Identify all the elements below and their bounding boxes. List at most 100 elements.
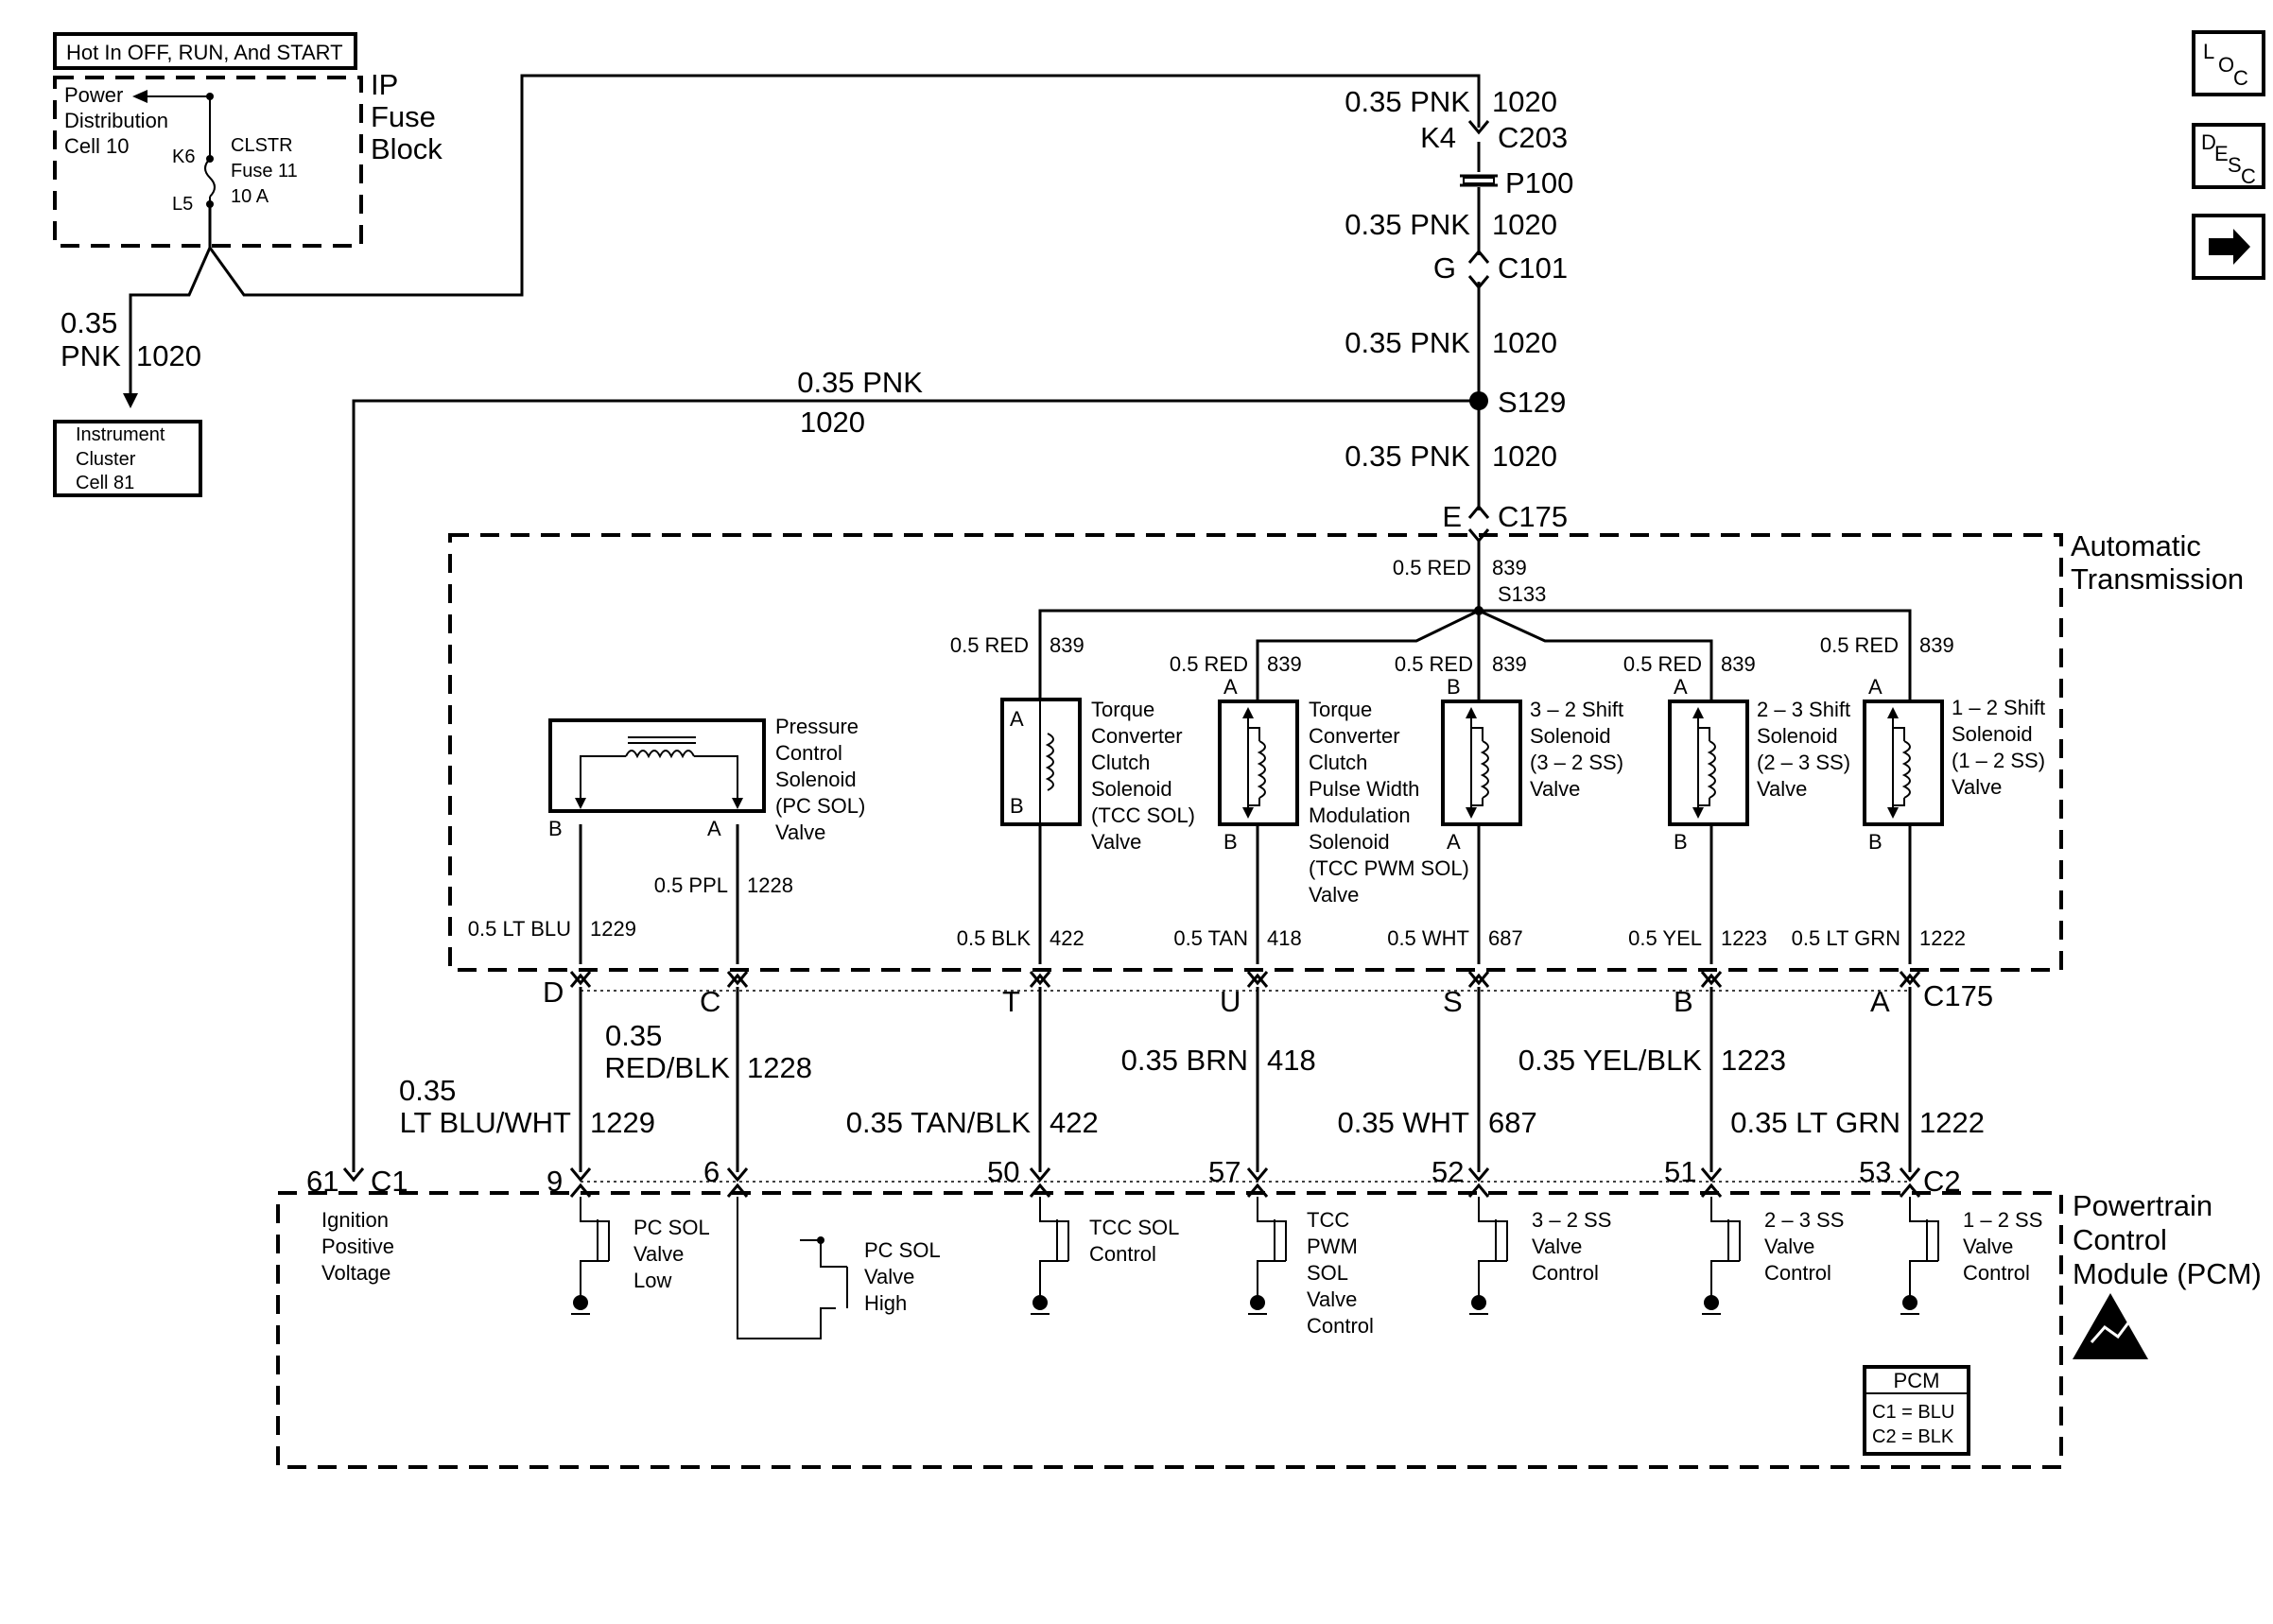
harness-422-gauge: 0.35 TAN/BLK	[846, 1106, 1032, 1139]
main-feed: 0.35 PNK 1020 K4 C203 P100 0.35 PNK 1020…	[1345, 85, 1573, 544]
ss32-control-label: 3 – 2 SS Valve Control	[1532, 1208, 1618, 1285]
connector-c203-icon	[1467, 120, 1490, 135]
wire-422-internal-circuit: 422	[1050, 926, 1084, 950]
harness-1228-color: RED/BLK	[604, 1051, 730, 1084]
harness-687-circuit: 687	[1488, 1106, 1537, 1139]
splice-s133-label: S133	[1498, 582, 1546, 606]
next-button[interactable]	[2192, 214, 2265, 280]
ss32-pin-b: B	[1447, 675, 1461, 699]
tcc-pwm-sol-label: Torque Converter Clutch Pulse Width Modu…	[1309, 698, 1475, 907]
c175-pin-u: U	[1220, 985, 1241, 1018]
tcc-sol-label: Torque Converter Clutch Solenoid (TCC SO…	[1091, 698, 1201, 854]
c203-label: C203	[1498, 121, 1568, 154]
ss12-valve: A B 1 – 2 Shift Solenoid (1 – 2 SS) Valv…	[1863, 675, 2051, 854]
harness-1222-circuit: 1222	[1919, 1106, 1985, 1139]
wire-1228-internal-gauge: 0.5 PPL	[654, 873, 728, 897]
harness-422-circuit: 422	[1050, 1106, 1099, 1139]
pcm-pin-50: 50	[987, 1155, 1019, 1188]
location-button[interactable]: L O C	[2192, 30, 2265, 96]
instrument-cluster-box	[53, 420, 202, 497]
c175-label-bottom: C175	[1923, 979, 1993, 1012]
hot-in-label: Hot In OFF, RUN, And START	[66, 41, 343, 64]
feed-3-circuit: 1020	[1492, 326, 1557, 359]
pcm-legend: PCM C1 = BLU C2 = BLK	[1863, 1365, 1970, 1456]
pcm-legend-c1: C1 = BLU	[1872, 1402, 1954, 1423]
driver-tcc-sol: TCC SOL Control	[1031, 1197, 1179, 1315]
harness-1223-circuit: 1223	[1721, 1044, 1786, 1077]
pcm-harness: 0.35 LT BLU/WHT 1229 0.35 RED/BLK 1228 0…	[342, 987, 1985, 1198]
power-distribution-label: Power Distribution Cell 10	[64, 83, 174, 158]
tcc-sol-pin-b: B	[1010, 794, 1024, 818]
ss12-label: 1 – 2 Shift Solenoid (1 – 2 SS) Valve	[1952, 696, 2051, 799]
pc-sol-low-label: PC SOL Valve Low	[633, 1216, 715, 1292]
ss32-valve: B A 3 – 2 Shift Solenoid (3 – 2 SS) Valv…	[1441, 675, 1623, 854]
ss23-feed-circuit: 839	[1721, 652, 1756, 676]
c203-pin: K4	[1420, 121, 1456, 154]
wire-1223-internal-gauge: 0.5 YEL	[1628, 926, 1702, 950]
esd-warning-icon	[2073, 1293, 2148, 1359]
wire-687-internal-circuit: 687	[1488, 926, 1523, 950]
feed-4-circuit: 1020	[1492, 440, 1557, 473]
feed-2-circuit: 1020	[1492, 208, 1557, 241]
svg-text:L: L	[2203, 40, 2214, 63]
wire-1229-internal-circuit: 1229	[590, 917, 636, 941]
automatic-transmission: Automatic Transmission 0.5 RED 839 S133 …	[448, 529, 2244, 972]
ss12-control-label: 1 – 2 SS Valve Control	[1963, 1208, 2049, 1285]
pcm-module: Powertrain Control Module (PCM) 61 C1 9 …	[276, 1155, 2262, 1469]
pcm-legend-c2: C2 = BLK	[1872, 1426, 1954, 1447]
harness-1229-gauge: 0.35	[399, 1074, 456, 1107]
ground-icon	[1250, 1295, 1265, 1310]
s129-label: S129	[1498, 386, 1566, 419]
pwm-sol-pin-a: A	[1223, 675, 1238, 699]
harness-687-gauge: 0.35 WHT	[1337, 1106, 1469, 1139]
internal-wires	[579, 824, 1912, 964]
ss23-valve: A B 2 – 3 Shift Solenoid (2 – 3 SS) Valv…	[1668, 675, 1850, 854]
cluster-feed: 0.35 PNK 1020 Instrument Cluster Cell 81	[53, 306, 202, 497]
fuse-block-title: IP Fuse Block	[371, 68, 444, 165]
ground-icon	[1704, 1295, 1719, 1310]
fuse-block: Hot In OFF, RUN, And START IP Fuse Block…	[53, 32, 1481, 397]
ground-icon	[573, 1295, 588, 1310]
wire-1222-internal-circuit: 1222	[1919, 926, 1966, 950]
pc-sol-valve: Pressure Control Solenoid (PC SOL) Valve…	[548, 715, 865, 844]
feed-1-circuit: 1020	[1492, 85, 1557, 118]
c175-pin-s: S	[1443, 985, 1463, 1018]
ss23-pin-b: B	[1674, 830, 1688, 854]
solenoid-coil-icon	[1901, 740, 1911, 799]
ss12-pin-b: B	[1868, 830, 1883, 854]
transmission-feed-circuit: 839	[1492, 556, 1527, 579]
pcm-pin-52: 52	[1431, 1155, 1464, 1188]
harness-418-gauge: 0.35 BRN	[1121, 1044, 1248, 1077]
description-button[interactable]: D E S C	[2192, 123, 2265, 189]
harness-418-circuit: 418	[1267, 1044, 1316, 1077]
ss23-pin-a: A	[1674, 675, 1688, 699]
c175-pin-a: A	[1870, 985, 1890, 1018]
instrument-cluster-label: Instrument Cluster Cell 81	[76, 424, 170, 493]
c175-label-top: C175	[1498, 500, 1568, 533]
cluster-feed-circuit: 1020	[136, 339, 201, 372]
pwm-feed-gauge: 0.5 RED	[1170, 652, 1248, 676]
solenoid-coil-icon	[1257, 740, 1266, 799]
solenoid-coil-icon	[1707, 740, 1716, 799]
pcm-pin-57: 57	[1208, 1155, 1241, 1188]
solenoid-coil-icon	[1480, 740, 1489, 799]
tcc-feed-gauge: 0.5 RED	[950, 633, 1029, 657]
c175-connector: D C T U S B A C175	[543, 971, 1993, 1018]
tcc-sol-pin-a: A	[1010, 707, 1024, 731]
transmission-feed-gauge: 0.5 RED	[1393, 556, 1471, 579]
driver-ss12: 1 – 2 SS Valve Control	[1900, 1197, 2049, 1315]
pcm-pin-53: 53	[1859, 1155, 1891, 1188]
ground-icon	[1902, 1295, 1917, 1310]
pwm-sol-pin-b: B	[1223, 830, 1238, 854]
svg-text:D: D	[2201, 130, 2216, 154]
wire-418-internal-circuit: 418	[1267, 926, 1302, 950]
ss32-feed-gauge: 0.5 RED	[1395, 652, 1473, 676]
arrow-right-icon	[2209, 229, 2250, 265]
pcm-outline	[276, 1191, 2063, 1469]
driver-pc-sol-high: PC SOL Valve High	[737, 1197, 940, 1339]
pwm-feed-circuit: 839	[1267, 652, 1302, 676]
pcm-connector-c1: C1	[371, 1165, 408, 1198]
ip-fuse-block-outline	[53, 76, 363, 248]
ss23-feed-gauge: 0.5 RED	[1623, 652, 1702, 676]
